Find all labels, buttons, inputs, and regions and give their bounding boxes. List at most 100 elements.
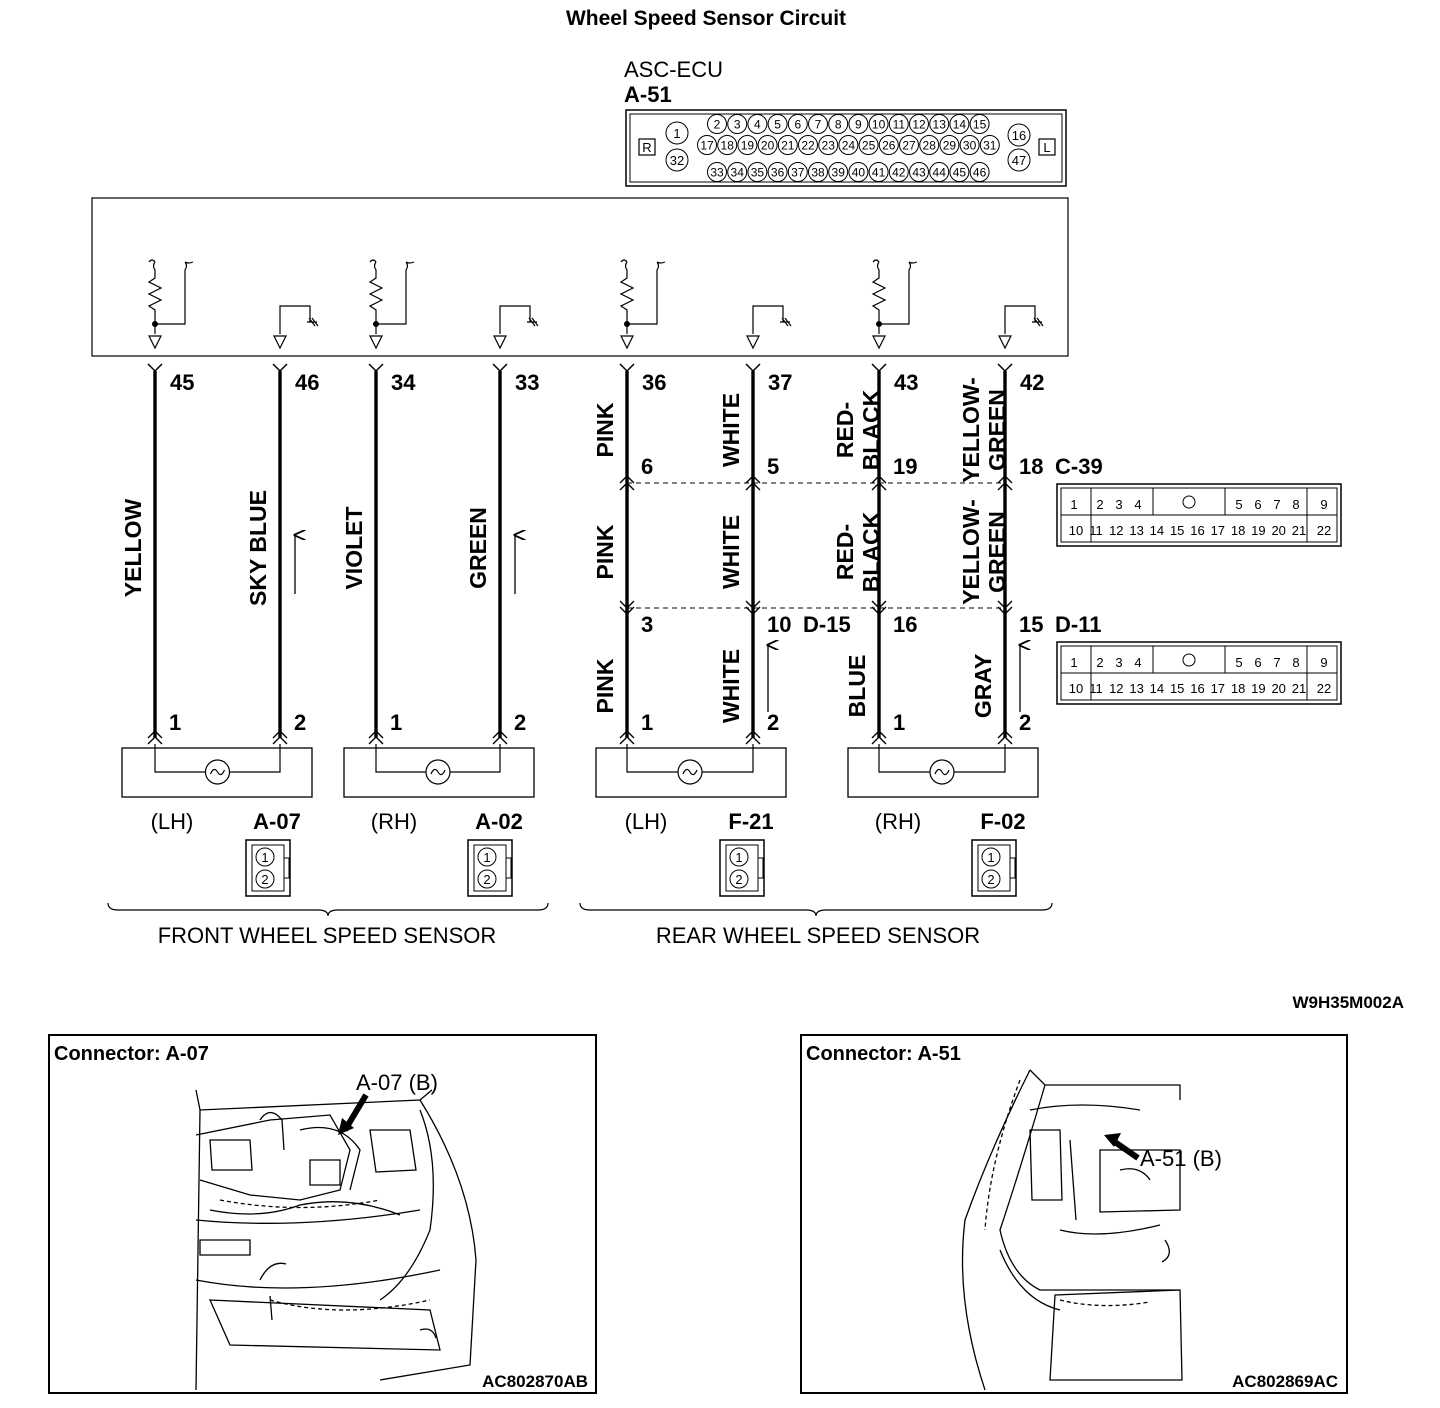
sensor-pin — [255, 847, 275, 867]
wire-connector-mark — [619, 363, 635, 373]
ecu-terminal-triangle — [369, 335, 383, 350]
wire-sensor-pin: 2 — [1019, 710, 1031, 735]
sensor-pin — [729, 869, 749, 889]
ecu-terminal-triangle — [493, 335, 507, 350]
connector-pin-label: 13 — [1129, 523, 1143, 538]
connector-pin-label: 17 — [1211, 681, 1225, 696]
ecu-pin — [949, 162, 970, 182]
sensor-connector-face — [971, 839, 1017, 897]
ecu-pin — [979, 135, 1000, 155]
ecu-pin — [939, 135, 960, 155]
wire-color-label: RED-BLACK — [832, 389, 884, 470]
sensor-pin-label: 2 — [735, 872, 742, 887]
d11-label: D-11 — [1055, 612, 1101, 637]
ecu-terminal-triangle — [872, 335, 886, 350]
rear-group-brace — [579, 902, 1053, 917]
connector-pin-label: 21 — [1292, 523, 1306, 538]
sensor-connector-face — [467, 839, 513, 897]
ecu-pin-label: 39 — [832, 166, 846, 180]
connector-pin-label: 1 — [1070, 497, 1077, 512]
panel-left-title: Connector: A-07 — [54, 1043, 209, 1065]
ecu-name: ASC-ECU — [624, 57, 723, 82]
connector-pin-label: 2 — [1096, 655, 1103, 670]
panel-right-title: Connector: A-51 — [806, 1043, 961, 1065]
panel-right-code: AC802869AC — [1232, 1372, 1338, 1391]
wire-sensor-pin: 2 — [514, 710, 526, 735]
wire-ecu-pin: 42 — [1020, 370, 1044, 395]
ecu-pin-label: 18 — [721, 139, 735, 153]
wire-sensor-pin: 1 — [390, 710, 402, 735]
wire-ecu-pin: 43 — [894, 370, 918, 395]
connector-pin-label: 18 — [1231, 523, 1245, 538]
ecu-pin — [848, 114, 869, 134]
ecu-pin-label: 21 — [781, 139, 795, 153]
wire-connector-mark — [147, 363, 163, 373]
ecu-pin — [747, 162, 768, 182]
ecu-pin — [665, 148, 689, 172]
connector-pin-label: 12 — [1109, 523, 1123, 538]
wire-color-label: SKY BLUE — [245, 490, 271, 606]
ecu-pin — [757, 135, 778, 155]
ecu-pin-label: 14 — [953, 118, 967, 132]
front-group-label: FRONT WHEEL SPEED SENSOR — [158, 923, 497, 948]
connector-pin-label: 15 — [1170, 681, 1184, 696]
d-terminal-mark — [997, 600, 1013, 615]
ecu-pin-label: 41 — [872, 166, 886, 180]
wire-color-label: YELLOW — [120, 499, 146, 598]
panel-left-callout: A-07 (B) — [356, 1070, 438, 1095]
ecu-pin-label: 35 — [751, 166, 765, 180]
ecu-pin-label: 36 — [771, 166, 785, 180]
ecu-pin — [929, 114, 950, 134]
wire-color-label: GREEN — [465, 507, 491, 589]
ecu-pin — [707, 114, 727, 134]
sensor-pin-label: 2 — [987, 872, 994, 887]
ecu-pin-label: 9 — [855, 118, 862, 132]
connector-pin-label: 20 — [1271, 523, 1285, 538]
wire-connector-mark — [272, 363, 288, 373]
connector-outline — [1056, 483, 1342, 547]
ecu-pin — [767, 114, 788, 134]
wire-sensor-pin: 1 — [893, 710, 905, 735]
ecu-pin-label: 7 — [815, 118, 822, 132]
sensor-connector-id: F-02 — [980, 809, 1025, 834]
ecu-pin — [858, 135, 879, 155]
ecu-pin — [868, 114, 889, 134]
connector-lock-icon — [1182, 495, 1196, 509]
wire-color-label: BLUE — [844, 655, 870, 718]
wire-d-pin: 16 — [893, 612, 917, 637]
ecu-pin-label: 42 — [892, 166, 906, 180]
wire-c39-pin: 5 — [767, 454, 779, 479]
ecu-pin-label: 2 — [714, 118, 721, 132]
ground-trace — [752, 305, 792, 334]
ecu-pin — [787, 162, 808, 182]
connector-pin-label: 7 — [1273, 497, 1280, 512]
ecu-body — [91, 197, 1069, 357]
sensor-pin — [981, 847, 1001, 867]
wire-color-label: YELLOW-GREEN — [958, 377, 1010, 483]
ecu-pin-label: 38 — [811, 166, 825, 180]
connector-pin-label: 2 — [1096, 497, 1103, 512]
connector-pin-label: 20 — [1271, 681, 1285, 696]
ecu-pin-label: 10 — [872, 118, 886, 132]
ecu-pin — [838, 135, 859, 155]
ecu-terminal-triangle — [148, 335, 162, 350]
ecu-pin — [798, 135, 818, 155]
ecu-pin — [888, 162, 909, 182]
connector-pin-label: 8 — [1292, 497, 1299, 512]
ecu-pin — [969, 114, 990, 134]
wire-d-pin: 3 — [641, 612, 653, 637]
sensor-body — [595, 747, 787, 798]
wire-c39-pin: 18 — [1019, 454, 1043, 479]
connector-pin-label: 3 — [1115, 655, 1122, 670]
wire-ecu-pin: 46 — [295, 370, 319, 395]
ecu-pin-label: 23 — [822, 139, 836, 153]
ecu-pin-label: 17 — [700, 139, 714, 153]
ecu-pin-label: 44 — [933, 166, 947, 180]
ecu-pin-label: 6 — [794, 118, 801, 132]
engine-bay-sketch-right — [961, 1069, 1183, 1391]
ecu-pin — [1007, 148, 1031, 172]
